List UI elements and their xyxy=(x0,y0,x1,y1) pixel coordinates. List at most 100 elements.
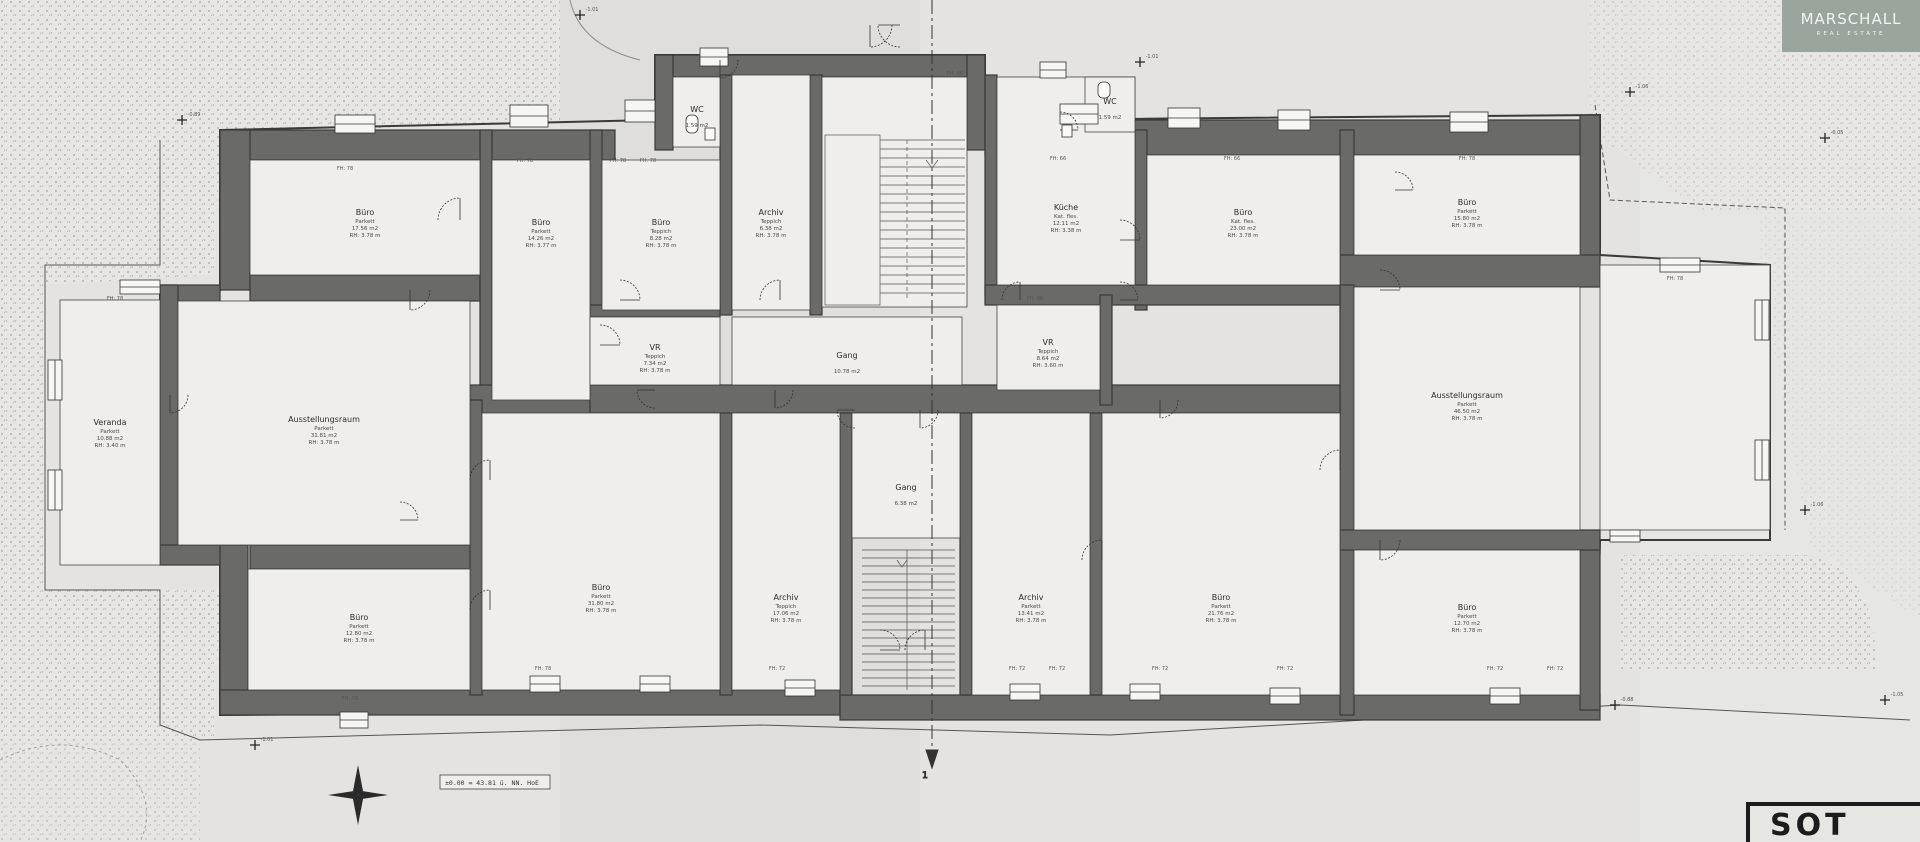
room-label-name: VR xyxy=(1042,338,1053,347)
level-label: -1.01 xyxy=(586,7,599,13)
room-label-height: RH: 3.78 m xyxy=(646,243,677,249)
room-label-floor: Parkett xyxy=(1457,614,1477,620)
door-icon xyxy=(869,24,893,48)
section-line: 1 xyxy=(922,0,939,782)
room-label-floor: Teppich xyxy=(650,229,672,235)
door-icon xyxy=(409,289,431,311)
dimension-label: FH: 78 xyxy=(107,296,123,302)
dimension-label: FH: 78 xyxy=(1459,156,1475,162)
door-icon xyxy=(759,279,781,301)
room-label-name: Büro xyxy=(592,583,611,592)
dimension-label: FH: 72 xyxy=(1009,666,1025,672)
door-icon xyxy=(469,589,491,611)
level-marker: -0.88 xyxy=(1610,697,1633,710)
site-boundary xyxy=(44,104,1911,741)
room-label-height: RH: 3.77 m xyxy=(526,243,557,249)
room-label-name: Büro xyxy=(1458,603,1477,612)
level-label: -1.06 xyxy=(1636,84,1649,90)
door-icon xyxy=(719,59,739,79)
room-buero-1 xyxy=(249,159,481,276)
level-label: -0.89 xyxy=(188,112,201,118)
window-symbols xyxy=(47,47,1770,729)
door-icon xyxy=(437,197,461,221)
scale-note: ±0.00 = 43.81 ü. NN. HoE xyxy=(439,774,551,790)
room-label-area: 7.34 m2 xyxy=(644,361,667,367)
room-floors xyxy=(59,74,1771,696)
room-label-area: 14.26 m2 xyxy=(528,236,554,242)
room-label-area: 6.38 m2 xyxy=(895,501,918,507)
door-icon xyxy=(399,501,419,521)
room-label-name: Büro xyxy=(1212,593,1231,602)
room-label-floor: Parkett xyxy=(100,429,120,435)
room-label-name: WC xyxy=(690,105,704,114)
room-label-height: RH: 3.78 m xyxy=(1228,233,1259,239)
room-label-floor: Parkett xyxy=(314,426,334,432)
room-gang-2 xyxy=(851,412,961,539)
level-label: -0.05 xyxy=(1831,130,1844,136)
room-label-height: RH: 3.78 m xyxy=(640,368,671,374)
room-label-name: Büro xyxy=(652,218,671,227)
room-label-area: 31.81 m2 xyxy=(311,433,337,439)
room-label-height: RH: 3.60 m xyxy=(1033,363,1064,369)
room-label-area: 10.88 m2 xyxy=(97,436,123,442)
room-label-area: 15.80 m2 xyxy=(1454,216,1480,222)
door-icon xyxy=(1001,281,1021,301)
scale-label: ±0.00 = 43.81 ü. NN. HoE xyxy=(445,779,539,787)
room-label-floor: Parkett xyxy=(355,219,375,225)
door-icon xyxy=(619,279,641,301)
dimension-label: FH: 66 xyxy=(1050,156,1066,162)
room-label-name: Küche xyxy=(1054,203,1078,212)
door-icon xyxy=(904,629,926,651)
level-marker: -1.06 xyxy=(1625,84,1648,97)
dimension-label: FH: 66 xyxy=(947,71,963,77)
level-cross-icon xyxy=(1800,505,1810,515)
dimension-label: FH: 66 xyxy=(1027,296,1043,302)
staircase xyxy=(824,134,965,690)
door-icon xyxy=(599,324,621,346)
dimension-label: FH: 72 xyxy=(1487,666,1503,672)
level-cross-icon xyxy=(1610,700,1620,710)
room-label-name: Archiv xyxy=(758,208,783,217)
room-label-floor: Parkett xyxy=(349,624,369,630)
room-buero-5 xyxy=(1353,154,1581,256)
dimension-label: FH: 66 xyxy=(1224,156,1240,162)
room-label-height: RH: 3.78 m xyxy=(309,440,340,446)
level-cross-icon xyxy=(1135,57,1145,67)
room-label-height: RH: 3.78 m xyxy=(586,608,617,614)
corner-title-text: SOT xyxy=(1770,808,1850,842)
room-label-floor: Teppich xyxy=(1037,349,1059,355)
room-label-area: 1.59 m2 xyxy=(686,123,709,129)
dimension-label: FH: 72 xyxy=(1152,666,1168,672)
room-ausstellung-2 xyxy=(1353,286,1581,531)
level-cross-icon xyxy=(1880,695,1890,705)
room-label-height: RH: 3.78 m xyxy=(344,638,375,644)
dimension-label: FH: 78 xyxy=(610,158,626,164)
room-label: WC1.59 m2 xyxy=(1099,97,1122,121)
door-icon xyxy=(1394,171,1414,191)
level-cross-icon xyxy=(575,10,585,20)
room-label-area: 21.76 m2 xyxy=(1208,611,1234,617)
door-icon xyxy=(879,629,901,651)
room-label-floor: Teppich xyxy=(644,354,666,360)
door-icon xyxy=(1319,449,1341,471)
room-label-name: WC xyxy=(1103,97,1117,106)
room-label-area: 13.41 m2 xyxy=(1018,611,1044,617)
room-label: WC 1.59 m2 xyxy=(686,105,709,129)
level-marker: -1.01 xyxy=(250,737,273,750)
dimension-label: FH: 78 xyxy=(342,696,358,702)
room-label-floor: Teppich xyxy=(775,604,797,610)
room-archiv-2 xyxy=(731,412,841,691)
room-ausstellung-1 xyxy=(177,300,471,546)
room-label-area: 12.70 m2 xyxy=(1454,621,1480,627)
